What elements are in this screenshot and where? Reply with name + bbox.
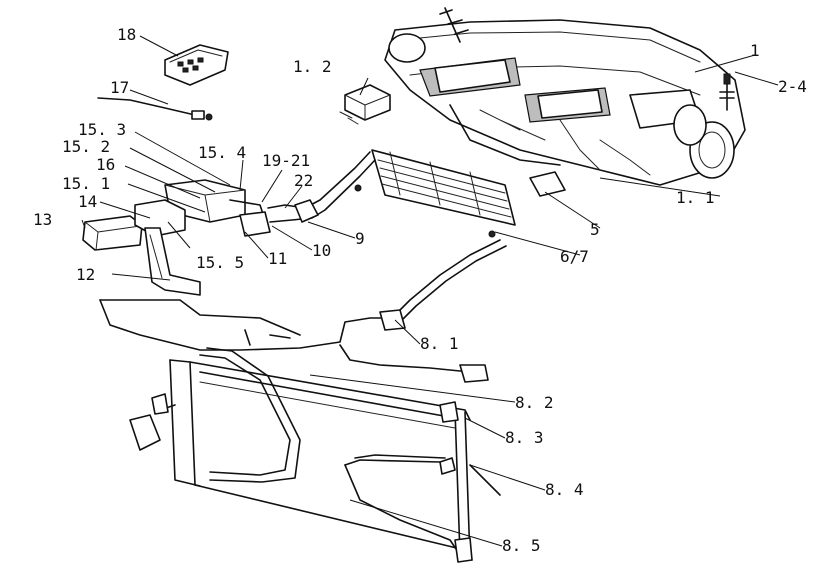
label-15-5: 15. 5 bbox=[196, 253, 244, 272]
label-8-4: 8. 4 bbox=[545, 480, 584, 499]
label-22: 22 bbox=[294, 171, 313, 190]
label-10: 10 bbox=[312, 241, 331, 260]
part-17-sensor-wire bbox=[97, 97, 213, 121]
label-5: 5 bbox=[590, 220, 600, 239]
label-19-21: 19-21 bbox=[262, 151, 310, 170]
label-1: 1 bbox=[750, 41, 760, 60]
label-8-1: 8. 1 bbox=[420, 334, 459, 353]
label-6-7: 6/7 bbox=[560, 247, 589, 266]
label-13: 13 bbox=[33, 210, 52, 229]
part-labels: 1 2-4 1. 1 1. 2 5 6/7 8. 1 8. 2 8. 3 8. … bbox=[33, 25, 807, 555]
label-8-5: 8. 5 bbox=[502, 536, 541, 555]
part-9-hose bbox=[267, 151, 376, 223]
label-2-4: 2-4 bbox=[778, 77, 807, 96]
label-15-3: 15. 3 bbox=[78, 120, 126, 139]
label-18: 18 bbox=[117, 25, 136, 44]
label-12: 12 bbox=[76, 265, 95, 284]
label-8-3: 8. 3 bbox=[505, 428, 544, 447]
label-14: 14 bbox=[78, 192, 97, 211]
label-17: 17 bbox=[110, 78, 129, 97]
part-1-2-module bbox=[339, 84, 391, 125]
leader-lines bbox=[81, 35, 779, 547]
part-15-actuator-assembly bbox=[134, 179, 271, 237]
part-18-control-panel bbox=[164, 44, 229, 86]
label-15-2: 15. 2 bbox=[62, 137, 110, 156]
label-11: 11 bbox=[268, 249, 287, 268]
label-15-4: 15. 4 bbox=[198, 143, 246, 162]
label-15-1: 15. 1 bbox=[62, 174, 110, 193]
label-1-1: 1. 1 bbox=[676, 188, 715, 207]
label-1-2: 1. 2 bbox=[293, 57, 332, 76]
part-13-switch bbox=[82, 215, 143, 251]
refrigerant-line bbox=[99, 239, 507, 383]
part-12-duct bbox=[144, 227, 201, 296]
hvac-unit bbox=[384, 7, 746, 186]
label-8-2: 8. 2 bbox=[515, 393, 554, 412]
label-16: 16 bbox=[96, 155, 115, 174]
evaporator-core bbox=[354, 149, 566, 238]
condenser bbox=[129, 347, 501, 563]
label-9: 9 bbox=[355, 229, 365, 248]
